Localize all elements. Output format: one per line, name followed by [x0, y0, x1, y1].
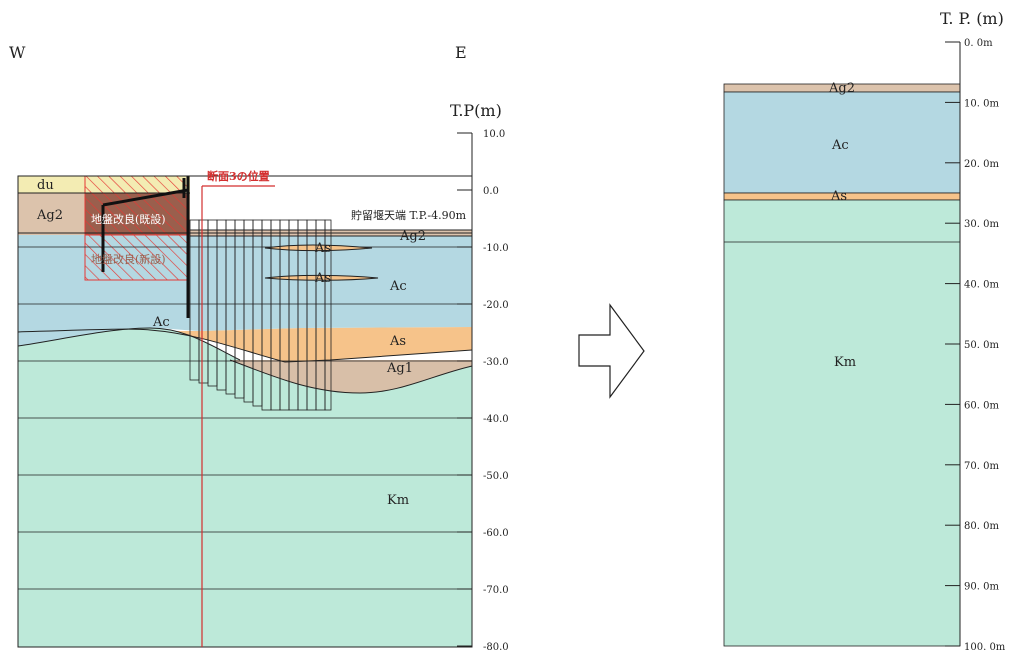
direction-east-label: E — [455, 43, 467, 62]
right-axis-tick-label: 50. 0m — [964, 340, 999, 351]
km-column-label: Km — [834, 355, 856, 370]
left-axis-tick-label: -20.0 — [483, 300, 509, 311]
right-axis-tick-label: 70. 0m — [964, 461, 999, 472]
left-elevation-axis: 10.0 0.0 -10.0 -20.0 -30.0 -40.0 -50.0 -60.0 -70… — [457, 129, 509, 653]
structure-members — [101, 176, 190, 318]
right-arrow-icon — [578, 303, 645, 399]
right-axis-tick-label: 30. 0m — [964, 219, 999, 230]
as-lens-lower — [264, 274, 379, 281]
ag2-right-layer-label: Ag2 — [399, 229, 426, 244]
ag1-layer-label: Ag1 — [386, 361, 413, 376]
left-axis-tick-label: -30.0 — [483, 357, 509, 368]
right-axis-tick-label: 100. 0m — [964, 642, 1006, 653]
left-axis-tick-label: -10.0 — [483, 243, 509, 254]
left-axis-tick-label: 10.0 — [483, 129, 505, 140]
du-layer-label: du — [37, 178, 54, 193]
reservoir-end-label: 貯留堰天端 T.P.-4.90m — [351, 209, 467, 222]
left-axis-tick-label: -50.0 — [483, 471, 509, 482]
ag1-layer — [18, 360, 472, 393]
ac-column-label: Ac — [831, 138, 849, 153]
left-axis-tick-label: 0.0 — [483, 186, 499, 197]
ground-improvement-existing-label: 地盤改良(既設) — [91, 212, 166, 226]
ground-improvement-new-label: 地盤改良(新設) — [91, 252, 166, 266]
right-axis-title: T. P. (m) — [940, 9, 1004, 28]
as-column-label: As — [830, 189, 847, 204]
right-axis-tick-label: 40. 0m — [964, 280, 999, 291]
right-axis-tick-label: 60. 0m — [964, 400, 999, 411]
as-lens-1-label: As — [314, 241, 331, 256]
ground-improvement-existing-hatch — [84, 175, 190, 236]
left-axis-tick-label: -60.0 — [483, 528, 509, 539]
as-layer-label: As — [389, 334, 406, 349]
ac-hump-km — [18, 328, 240, 360]
right-elevation-axis: 0. 0m 10. 0m 20. 0m 30. 0m 40. 0m 50. 0m 60. 0… — [945, 38, 1006, 653]
ac-column-layer — [723, 91, 961, 194]
right-axis-tick-label: 90. 0m — [964, 582, 999, 593]
direction-west-label: W — [9, 43, 26, 62]
right-axis-tick-label: 10. 0m — [964, 98, 999, 109]
ac-main-layer-label: Ac — [389, 279, 407, 294]
left-axis-tick-label: -80.0 — [483, 642, 509, 653]
km-layer — [18, 360, 472, 647]
right-axis-tick-label: 80. 0m — [964, 521, 999, 532]
right-axis-tick-label: 0. 0m — [964, 38, 993, 49]
as-layer — [18, 327, 472, 362]
left-axis-title: T.P(m) — [450, 101, 502, 120]
left-axis-tick-label: -40.0 — [483, 414, 509, 425]
right-axis-tick-label: 20. 0m — [964, 159, 999, 170]
ac-left-layer-label: Ac — [152, 315, 170, 330]
km-layer-label: Km — [387, 493, 409, 508]
pile-columns — [189, 219, 332, 411]
as-lens-2-label: As — [314, 271, 331, 286]
ag2-column-label: Ag2 — [828, 81, 855, 96]
section-3-position-label: 断面3の位置 — [207, 169, 270, 183]
right-soil-column: T. P. (m) Ag2 Ac As Km 0. 0m 10. 0m 20. 0m… — [723, 9, 1006, 653]
left-cross-section: W E T.P(m) — [9, 43, 509, 653]
km-column-layer — [723, 199, 961, 647]
ag2-left-layer-label: Ag2 — [36, 208, 63, 223]
left-axis-tick-label: -70.0 — [483, 585, 509, 596]
elevation-grid-lines — [18, 246, 472, 590]
